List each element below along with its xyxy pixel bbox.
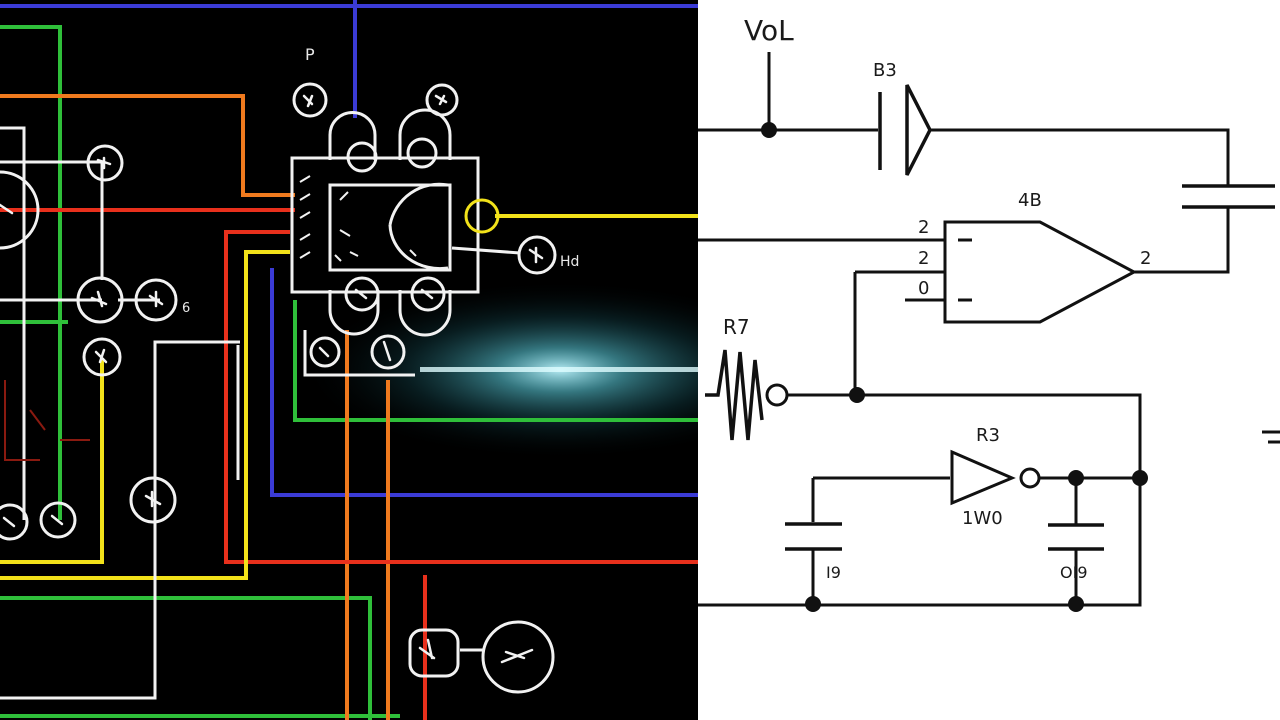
- probe-symbols: [0, 82, 557, 694]
- probe-circle: [76, 276, 124, 324]
- probe-circle: [82, 337, 122, 377]
- probe-circle: [309, 336, 341, 368]
- label-i9: I9: [826, 563, 841, 582]
- probe-circle: [134, 278, 178, 322]
- probe-circle: [86, 144, 124, 182]
- op-amp: [943, 220, 1138, 324]
- label-oi9: OI9: [1060, 563, 1088, 582]
- wires-yellow: [0, 214, 698, 580]
- label-4b: 4B: [1018, 190, 1042, 211]
- ic-pin-marks: [299, 175, 417, 262]
- right-background: [698, 0, 1280, 720]
- resistor-r7: [705, 349, 789, 441]
- inverter-buffer: [950, 449, 1041, 506]
- probe-circle: [410, 276, 446, 312]
- label-b3: B3: [873, 60, 897, 81]
- yellow-probe-circle: [464, 198, 500, 234]
- capacitor-oi9: [1048, 523, 1104, 551]
- probe-circle: [129, 476, 177, 524]
- faint-marks: [4, 380, 90, 461]
- wires-blue: [0, 0, 698, 497]
- label-pin-bot: 0: [918, 278, 929, 299]
- capacitor-right: [1182, 184, 1275, 209]
- label-vol: VoL: [744, 14, 794, 47]
- probe-circle: [346, 141, 378, 173]
- probe-box: [408, 628, 460, 678]
- label-mid-tag: 6: [182, 301, 190, 316]
- capacitor-b3: [878, 84, 932, 176]
- junction-dots: [761, 122, 1148, 612]
- probe-circle: [517, 235, 557, 275]
- label-out-pin: 2: [1140, 248, 1151, 269]
- probe-circle: [481, 620, 555, 694]
- probe-circle: [370, 334, 406, 370]
- capacitor-i9: [785, 522, 842, 551]
- probe-circle: [0, 170, 40, 250]
- light-streak: [420, 367, 698, 372]
- label-top-small: P: [305, 45, 315, 64]
- wires-orange: [0, 94, 390, 720]
- wires-red: [0, 208, 698, 720]
- label-r3: R3: [976, 425, 1000, 446]
- wires-green: [0, 25, 698, 720]
- probe-glyphs: [0, 94, 544, 664]
- label-r7: R7: [723, 315, 750, 339]
- right-panel: VoL B3 4B 2 2 0 2 R7 R3 1W0 I9 OI9: [698, 0, 1280, 720]
- probe-circle: [0, 503, 29, 541]
- probe-circle: [425, 83, 459, 117]
- ic-package: [290, 108, 480, 377]
- label-side-right: Hd: [560, 254, 579, 270]
- label-1w0: 1W0: [962, 508, 1003, 529]
- probe-circle: [39, 501, 77, 539]
- probe-circle: [344, 276, 380, 312]
- label-pin-mid: 2: [918, 248, 929, 269]
- probe-circle: [406, 137, 438, 169]
- left-panel: P Hd 6: [0, 0, 820, 720]
- probe-circle: [292, 82, 328, 118]
- schematic-wires: [698, 52, 1280, 607]
- label-pin-top: 2: [918, 217, 929, 238]
